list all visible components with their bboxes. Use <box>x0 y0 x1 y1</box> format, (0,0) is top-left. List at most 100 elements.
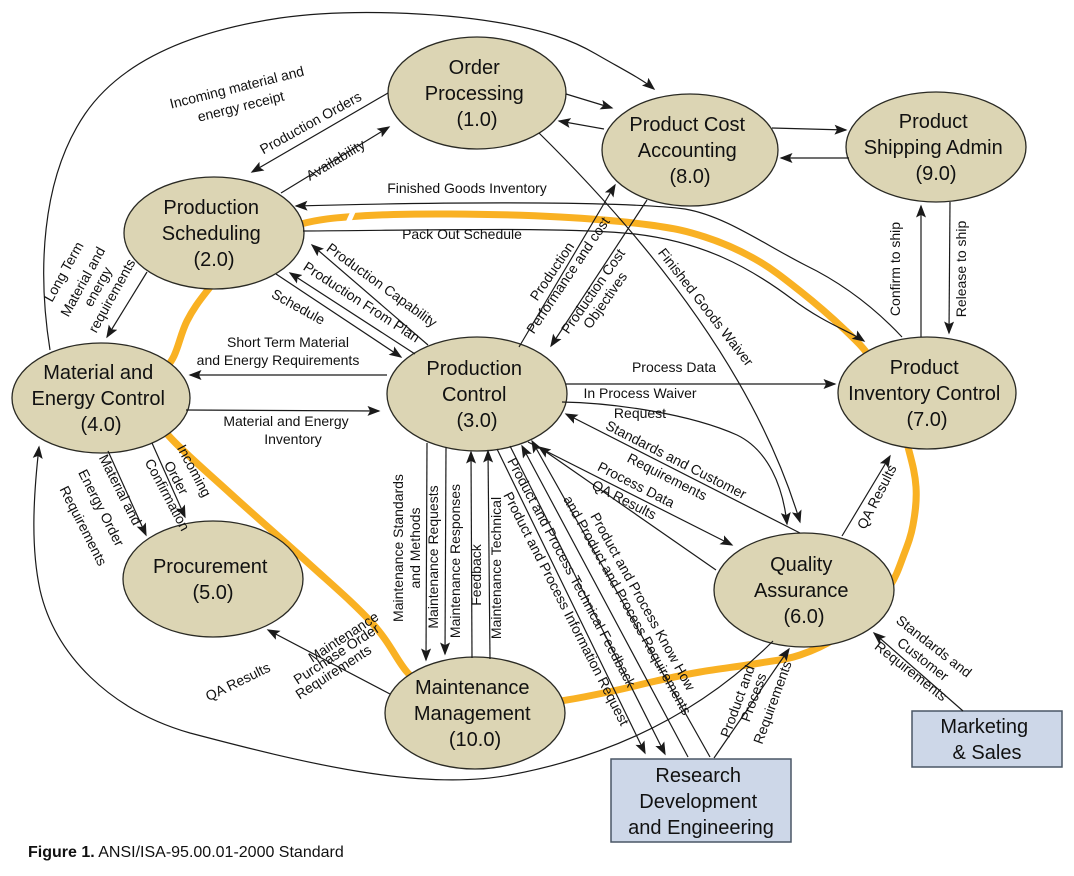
flow-process-data-quality-assurance-line <box>527 441 734 546</box>
flow-qa-results-production-control-line <box>537 446 717 571</box>
node-maintenance-management-shape <box>384 656 566 770</box>
flow-material-energy-inventory-label-line-1: Inventory <box>264 431 322 447</box>
node-material-energy-control-label-line-0: Material and <box>43 362 153 384</box>
external-research-development-engineering-shape <box>610 758 792 843</box>
flow-confirm-to-ship: Confirm to ship <box>887 204 926 337</box>
node-production-control-label-line-1: Control <box>442 384 506 406</box>
figure-caption-text: ANSI/ISA-95.00.01-2000 Standard <box>98 844 344 861</box>
flow-in-process-waiver-request-label-line-1: Request <box>614 405 666 421</box>
flow-maintenance-standards-methods-label-line-0: Maintenance Standards <box>390 474 406 622</box>
node-material-energy-control: Material and Energy Control (4.0) <box>11 342 191 454</box>
node-maintenance-management-label: Maintenance Management (10.0) <box>414 677 536 751</box>
flow-release-to-ship-label-line-0: Release to ship <box>953 221 969 318</box>
flow-qa-results-material-energy-control-label-line-0: QA Results <box>203 659 273 704</box>
boundary-gap <box>345 205 358 225</box>
flow-maintenance-responses-line <box>466 450 477 659</box>
node-product-cost-accounting-label: Product Cost Accounting (8.0) <box>629 114 750 188</box>
flow-availability-line <box>280 126 391 194</box>
node-product-inventory-control-label-line-1: Inventory Control <box>848 383 1000 405</box>
flow-maintenance-requests: Maintenance Requests <box>425 446 451 656</box>
flow-short-term-material-energy-requirements: Short Term Material and Energy Requireme… <box>188 334 387 380</box>
flow-short-term-material-energy-requirements-label-line-1: and Energy Requirements <box>197 352 360 368</box>
flow-product-process-requirements-quality-assurance-line <box>713 647 790 759</box>
external-marketing-sales-shape <box>911 710 1063 768</box>
external-research-development-engineering-label: Research Development and Engineering <box>628 765 774 839</box>
node-production-scheduling-shape <box>123 176 305 290</box>
node-quality-assurance-label-line-2: (6.0) <box>783 606 824 628</box>
flow-pack-out-schedule: Pack Out Schedule <box>302 226 866 342</box>
node-product-inventory-control-label-line-2: (7.0) <box>906 409 947 431</box>
node-production-scheduling-label: Production Scheduling (2.0) <box>162 197 267 271</box>
node-procurement-label-line-1: (5.0) <box>192 582 233 604</box>
flow-production-cost-objectives-line <box>550 199 648 348</box>
flow-availability-label-line-0: Availability <box>303 136 368 184</box>
node-procurement-label-line-0: Procurement <box>153 556 268 578</box>
flow-pack-out-schedule-line <box>302 228 866 342</box>
node-production-scheduling-label-line-0: Production <box>163 197 259 219</box>
flow-incoming-material-energy-receipt-line <box>43 11 656 351</box>
node-product-cost-accounting-label-line-1: Accounting <box>638 140 737 162</box>
flow-incoming-order-confirmation: Incoming Order Confirmation <box>142 442 215 534</box>
node-production-scheduling-label-line-2: (2.0) <box>193 249 234 271</box>
node-product-inventory-control-label: Product Inventory Control (7.0) <box>848 357 1006 431</box>
node-production-control-shape <box>386 336 568 452</box>
flow-maintenance-purchase-order-requirements-line <box>266 629 391 695</box>
flow-material-energy-order-requirements: Material and Energy Order Requirements <box>57 450 147 568</box>
node-maintenance-management-label-line-0: Maintenance <box>415 677 530 699</box>
node-material-energy-control-label: Material and Energy Control (4.0) <box>32 362 171 436</box>
flow-maintenance-responses-label-line-0: Maintenance Responses <box>447 484 463 638</box>
flow-maintenance-responses: Maintenance Responses <box>447 450 477 659</box>
node-product-shipping-admin-label-line-2: (9.0) <box>915 163 956 185</box>
flow-qa-results-product-inventory-control-label-line-0: QA Results <box>854 462 900 532</box>
node-product-inventory-control-label-line-0: Product <box>890 357 959 379</box>
flow-release-to-ship: Release to ship <box>944 201 969 335</box>
flow-material-energy-inventory: Material and Energy Inventory <box>185 405 381 447</box>
flow-maintenance-technical-feedback-line <box>483 449 494 660</box>
flow-maintenance-technical-feedback-label-line-1: Maintenance Technical <box>488 497 504 639</box>
node-material-energy-control-label-line-1: Energy Control <box>32 388 165 410</box>
flow-order-processing-to-product-cost-accounting <box>565 93 614 110</box>
flow-maintenance-standards-methods-line <box>421 442 432 662</box>
flow-maintenance-requests-line <box>440 446 451 656</box>
node-product-cost-accounting: Product Cost Accounting (8.0) <box>601 93 779 207</box>
node-procurement-label: Procurement (5.0) <box>153 556 273 604</box>
flow-confirm-to-ship-label-line-0: Confirm to ship <box>887 222 903 316</box>
node-procurement-shape <box>122 520 304 638</box>
figure-caption-label: Figure 1. <box>28 844 95 861</box>
flow-product-process-information-request-line <box>509 445 666 756</box>
flow-product-cost-accounting-to-order-processing <box>557 118 605 130</box>
flow-incoming-order-confirmation-line <box>151 442 186 519</box>
node-maintenance-management: Maintenance Management (10.0) <box>384 656 566 770</box>
node-product-cost-accounting-shape <box>601 93 779 207</box>
node-procurement: Procurement (5.0) <box>122 520 304 638</box>
flow-short-term-material-energy-requirements-label-line-0: Short Term Material <box>227 334 349 350</box>
node-product-inventory-control: Product Inventory Control (7.0) <box>837 336 1017 450</box>
flow-finished-goods-waiver-label-line-0: Finished Goods Waiver <box>655 245 757 369</box>
flow-product-process-technical-feedback-line <box>496 448 646 755</box>
node-maintenance-management-label-line-1: Management <box>414 703 531 725</box>
node-quality-assurance-shape <box>713 532 895 648</box>
node-production-control-label: Production Control (3.0) <box>426 358 527 432</box>
flow-product-cost-accounting-to-order-processing-line <box>557 118 605 130</box>
flow-finished-goods-inventory: Finished Goods Inventory <box>294 180 903 338</box>
flow-in-process-waiver-request: In Process Waiver Request <box>561 385 791 526</box>
node-quality-assurance-label-line-1: Assurance <box>754 580 849 602</box>
figure-caption: Figure 1. ANSI/ISA-95.00.01-2000 Standar… <box>28 844 344 862</box>
flow-standards-customer-requirements-quality-assurance: Standards and Customer Requirements <box>872 612 975 712</box>
node-product-cost-accounting-label-line-0: Product Cost <box>629 114 745 136</box>
external-research-development-engineering-label-line-0: Research <box>655 765 741 787</box>
node-material-energy-control-shape <box>11 342 191 454</box>
node-product-shipping-admin-label-line-1: Shipping Admin <box>864 137 1003 159</box>
flow-in-process-waiver-request-line <box>561 401 791 526</box>
flow-production-from-plan-line <box>288 272 416 355</box>
flow-release-to-ship-line <box>944 201 955 335</box>
flow-material-energy-order-requirements-line <box>107 450 147 537</box>
node-material-energy-control-label-line-2: (4.0) <box>80 414 121 436</box>
external-marketing-sales: Marketing & Sales <box>911 710 1063 768</box>
flow-process-data-product-inventory-control-label-line-0: Process Data <box>632 359 716 375</box>
node-product-shipping-admin-label-line-0: Product <box>899 111 968 133</box>
external-marketing-sales-label: Marketing & Sales <box>940 716 1033 764</box>
flow-maintenance-standards-methods: Maintenance Standards and Methods <box>390 442 432 662</box>
